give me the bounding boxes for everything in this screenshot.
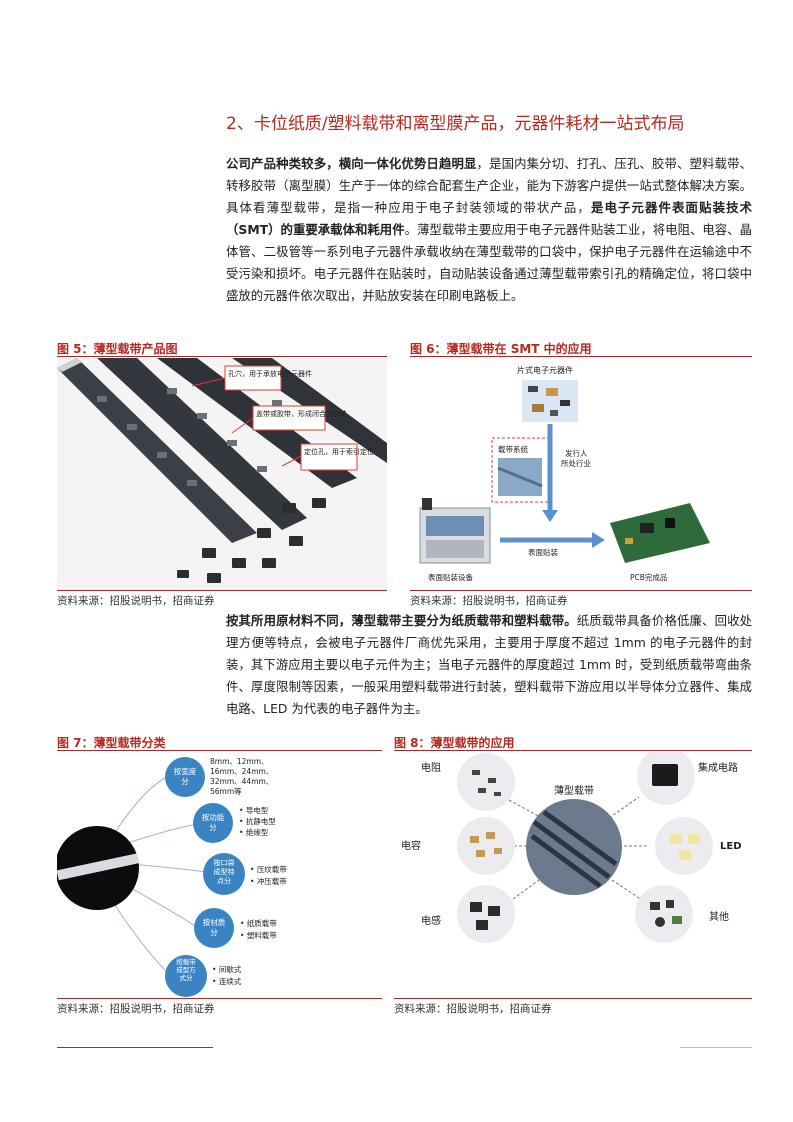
fig5-source: 资料来源：招股说明书，招商证券 xyxy=(57,595,215,607)
fig8-label-led: LED xyxy=(720,841,742,852)
para1-bold1: 公司产品种类较多，横向一体化优势日趋明显 xyxy=(226,156,477,171)
fig6-label-machine: 表面贴装设备 xyxy=(428,572,473,582)
svg-text:按载带: 按载带 xyxy=(176,957,196,966)
para2-bold1: 按其所用原材料不同，薄型载带主要分为纸质载带和塑料载带。 xyxy=(226,613,577,628)
fig6-label-pcb: PCB完成品 xyxy=(630,572,667,582)
fig6-rule xyxy=(410,356,752,357)
svg-text:按宽度: 按宽度 xyxy=(174,766,197,776)
fig8-center-label: 薄型载带 xyxy=(554,784,594,797)
fig8-label-ic: 集成电路 xyxy=(698,761,738,774)
svg-text:• 绝缘型: • 绝缘型 xyxy=(239,827,269,837)
fig8-source: 资料来源：招股说明书，招商证券 xyxy=(394,1003,552,1015)
fig7-bottom-rule xyxy=(57,998,382,999)
svg-text:32mm、44mm、: 32mm、44mm、 xyxy=(210,777,273,786)
fig6-label-carrier: 载带系统 xyxy=(498,444,528,454)
svg-text:• 连续式: • 连续式 xyxy=(212,976,242,986)
svg-text:• 冲压载带: • 冲压载带 xyxy=(250,876,287,886)
fig6-label-mount: 表面贴装 xyxy=(528,547,558,557)
fig8-led-image xyxy=(655,817,713,875)
fig8-capacitor-image xyxy=(457,817,515,875)
fig5-callout-1: 孔穴，用于承放电子元器件 xyxy=(228,369,312,378)
para2-text1: 纸质载带具备价格低廉、回收处理方便等特点，会被电子元器件厂商优先采用，主要用于厚… xyxy=(226,613,753,716)
fig8-label-resistor: 电阻 xyxy=(421,761,441,774)
classification-paragraph: 按其所用原材料不同，薄型载带主要分为纸质载带和塑料载带。纸质载带具备价格低廉、回… xyxy=(226,610,752,720)
carrier-tape-1 xyxy=(57,358,257,543)
fig7-node-forming xyxy=(165,955,207,997)
svg-text:所处行业: 所处行业 xyxy=(561,458,591,468)
svg-text:16mm、24mm、: 16mm、24mm、 xyxy=(210,767,273,776)
fig5-bottom-rule xyxy=(57,590,387,591)
svg-text:• 塑料载带: • 塑料载带 xyxy=(240,930,277,940)
svg-text:式分: 式分 xyxy=(180,973,194,982)
fig6-label-industry: 发行人 xyxy=(565,448,588,458)
svg-text:56mm等: 56mm等 xyxy=(210,786,242,796)
svg-text:按功能: 按功能 xyxy=(202,812,225,822)
fig7-node-width xyxy=(165,757,205,797)
fig6-bottom-rule xyxy=(410,590,752,591)
svg-text:按口袋: 按口袋 xyxy=(214,858,235,867)
intro-paragraph: 公司产品种类较多，横向一体化优势日趋明显，是国内集分切、打孔、压孔、胶带、塑料载… xyxy=(226,153,752,307)
footer-rule-left xyxy=(57,1047,213,1048)
svg-text:分: 分 xyxy=(210,928,218,937)
fig8-bottom-rule xyxy=(394,998,752,999)
pcb-icon xyxy=(610,503,710,563)
svg-text:• 纸质载带: • 纸质载带 xyxy=(240,918,277,928)
fig7-title: 图 7：薄型载带分类 xyxy=(57,736,166,750)
fig5-title: 图 5：薄型载带产品图 xyxy=(57,342,178,356)
para1-bold2: 是电子元器件表面贴装技术（SMT）的重要承载体和耗用件 xyxy=(226,200,753,237)
svg-text:• 导电型: • 导电型 xyxy=(239,805,269,815)
svg-text:• 间歇式: • 间歇式 xyxy=(212,964,242,974)
fig5-image: 孔穴，用于承放电子元器件 盖带或胶带，形成闭合式封装 定位孔，用于索引定位 xyxy=(57,358,387,590)
svg-text:成型方: 成型方 xyxy=(176,965,196,974)
fig8-label-inductor: 电感 xyxy=(421,914,441,927)
fig8-other-image xyxy=(635,885,693,943)
chips-icon xyxy=(522,380,578,422)
fig8-inductor-image xyxy=(457,885,515,943)
fig8-rule xyxy=(394,750,752,751)
svg-text:分: 分 xyxy=(181,777,189,786)
svg-text:按材质: 按材质 xyxy=(203,917,226,927)
fig6-diagram: 片式电子元器件 载带系统 发行人 所处行业 表面贴装 xyxy=(410,358,752,590)
fig7-diagram: 按宽度 分 按功能 分 按口袋 成型特 点分 按材质 分 按载带 成型方 式分 … xyxy=(55,752,382,998)
svg-text:点分: 点分 xyxy=(217,876,231,885)
fig8-label-capacitor: 电容 xyxy=(401,839,421,852)
fig5-callout-2: 盖带或胶带，形成闭合式封装 xyxy=(256,409,347,418)
fig5-rule xyxy=(57,356,387,357)
fig8-resistor-image xyxy=(457,753,515,811)
svg-text:分: 分 xyxy=(209,823,217,832)
svg-text:成型特: 成型特 xyxy=(214,867,235,876)
smt-machine-icon xyxy=(419,498,491,564)
fig8-title: 图 8：薄型载带的应用 xyxy=(394,736,515,750)
fig7-node-pocket xyxy=(203,853,245,895)
fig8-label-other: 其他 xyxy=(709,910,729,923)
fig5-callout-3: 定位孔，用于索引定位 xyxy=(304,447,374,456)
para1-text2: 。薄型载带主要应用于电子元器件贴装工业，将电阻、电容、晶体管、二极管等一系列电子… xyxy=(226,222,752,303)
fig7-node-function xyxy=(193,803,233,843)
section-title: 2、卡位纸质/塑料载带和离型膜产品，元器件耗材一站式布局 xyxy=(226,114,685,134)
fig6-title: 图 6：薄型载带在 SMT 中的应用 xyxy=(410,342,592,356)
svg-text:• 压纹载带: • 压纹载带 xyxy=(250,864,287,874)
fig6-label-chips: 片式电子元器件 xyxy=(517,365,573,375)
svg-text:8mm、12mm、: 8mm、12mm、 xyxy=(210,757,269,766)
footer-rule-right xyxy=(680,1047,752,1048)
fig6-source: 资料来源：招股说明书，招商证券 xyxy=(410,595,568,607)
svg-text:• 抗静电型: • 抗静电型 xyxy=(239,816,276,826)
fig7-node-material xyxy=(194,908,234,948)
fig8-diagram: 薄型载带 电阻 集成电路 电容 LED 电感 其他 xyxy=(394,747,752,998)
fig7-source: 资料来源：招股说明书，招商证券 xyxy=(57,1003,215,1015)
fig7-rule xyxy=(57,750,382,751)
fig8-center-image xyxy=(526,799,622,895)
para1-text1: ，是国内集分切、打孔、压孔、胶带、塑料载带、转移胶带（离型膜）生产于一体的综合配… xyxy=(226,156,753,215)
